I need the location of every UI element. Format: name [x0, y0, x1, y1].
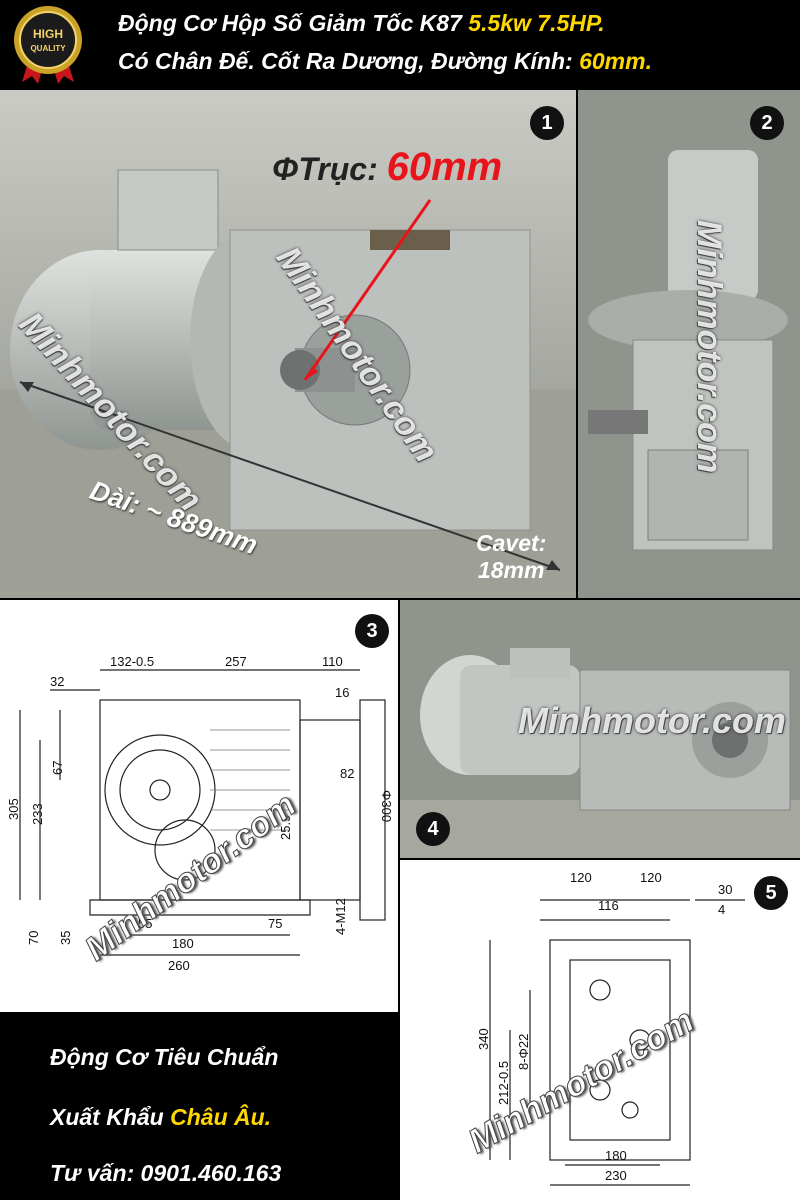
- dim-230: 230: [605, 1168, 627, 1183]
- badge-bottom-text: QUALITY: [30, 44, 66, 53]
- motor-photo-1: [0, 90, 576, 598]
- shaft-diameter-label: ΦTrục: 60mm: [272, 145, 502, 190]
- cavet-text: Cavet:: [476, 530, 547, 556]
- dimension-drawing-bottom: 120 120 116 30 4 340 212-0.5 8-Φ22 180 2…: [476, 870, 745, 1186]
- dim-110: 110: [322, 654, 343, 669]
- dim-120-right: 120: [640, 870, 662, 885]
- cavet-value: 18mm: [477, 557, 545, 583]
- photo-panel-1: 1 ΦTrục: 60mm Dài: ~ 889mm Cavet: 18mm M…: [0, 90, 576, 598]
- panel-number-1: 1: [530, 106, 564, 140]
- footer-europe: Châu Âu.: [170, 1104, 272, 1130]
- title-power: 5.5kw 7.5HP.: [468, 10, 605, 36]
- panel-number-2: 2: [750, 106, 784, 140]
- cavet-label: Cavet: 18mm: [476, 530, 546, 584]
- footer-export: Xuất Khẩu Châu Âu.: [50, 1104, 271, 1131]
- high-quality-badge-icon: HIGH QUALITY: [14, 6, 82, 84]
- title-line-1: Động Cơ Hộp Số Giảm Tốc K87 5.5kw 7.5HP.: [118, 10, 605, 37]
- dim-30: 30: [718, 882, 732, 897]
- footer-hotline: Tư vấn: 0901.460.163: [50, 1160, 282, 1186]
- title-diameter: 60mm.: [579, 48, 652, 74]
- footer-banner: Động Cơ Tiêu Chuẩn Xuất Khẩu Châu Âu. Tư…: [0, 1014, 400, 1200]
- shaft-label-text: ΦTrục:: [272, 151, 387, 187]
- title-features: Có Chân Đế. Cốt Ra Dương, Đường Kính:: [118, 48, 580, 74]
- header-banner: HIGH QUALITY Động Cơ Hộp Số Giảm Tốc K87…: [0, 0, 800, 88]
- motor-photo-4: [400, 600, 800, 858]
- title-product: Động Cơ Hộp Số Giảm Tốc K87: [118, 10, 469, 36]
- watermark-4: Minhmotor.com: [518, 700, 786, 741]
- dim-25-9: 25.9: [278, 815, 293, 840]
- footer-standard: Động Cơ Tiêu Chuẩn: [50, 1044, 279, 1070]
- dim-32: 32: [50, 674, 64, 689]
- dim-180: 180: [605, 1148, 627, 1163]
- shaft-label-value: 60mm: [386, 145, 503, 189]
- dim-67: 67: [50, 761, 65, 775]
- dim-35: 35: [58, 931, 73, 945]
- dim-257: 257: [225, 654, 247, 669]
- dim-phi300: Φ300: [379, 790, 394, 822]
- dim-82: 82: [340, 766, 354, 781]
- photo-panel-2: 2 Minhmotor.com: [578, 90, 800, 598]
- dim-70: 70: [26, 931, 41, 945]
- dim-260: 260: [168, 958, 190, 973]
- dim-120-left: 120: [570, 870, 592, 885]
- drawing-panel-3: 132-0.5 257 110 32 16 82 67 233 305 25.9…: [0, 600, 398, 1012]
- dimension-drawing-side: 132-0.5 257 110 32 16 82 67 233 305 25.9…: [6, 654, 394, 973]
- dim-340: 340: [476, 1028, 491, 1050]
- dim-4: 4: [718, 902, 725, 917]
- panel-number-5: 5: [754, 876, 788, 910]
- title-line-2: Có Chân Đế. Cốt Ra Dương, Đường Kính: 60…: [118, 48, 652, 75]
- footer-export-text: Xuất Khẩu: [50, 1104, 171, 1130]
- dim-55: 55: [138, 916, 152, 931]
- motor-photo-2: [578, 90, 800, 598]
- panel-number-4: 4: [416, 812, 450, 846]
- dim-180: 180: [172, 936, 194, 951]
- dim-75: 75: [268, 916, 282, 931]
- photo-panel-4: 4 Minhmotor.com: [400, 600, 800, 858]
- drawing-panel-5: 120 120 116 30 4 340 212-0.5 8-Φ22 180 2…: [400, 860, 800, 1200]
- dim-116: 116: [598, 898, 619, 913]
- dim-212: 212-0.5: [496, 1061, 511, 1105]
- dim-8-phi22: 8-Φ22: [516, 1034, 531, 1070]
- dim-132: 132-0.5: [110, 654, 154, 669]
- panel-number-3: 3: [355, 614, 389, 648]
- dim-4-m12: 4-M12: [333, 898, 348, 935]
- watermark-2: Minhmotor.com: [690, 220, 728, 474]
- dim-16: 16: [335, 685, 349, 700]
- dim-233: 233: [30, 803, 45, 825]
- badge-top-text: HIGH: [33, 27, 63, 41]
- dim-305: 305: [6, 798, 21, 820]
